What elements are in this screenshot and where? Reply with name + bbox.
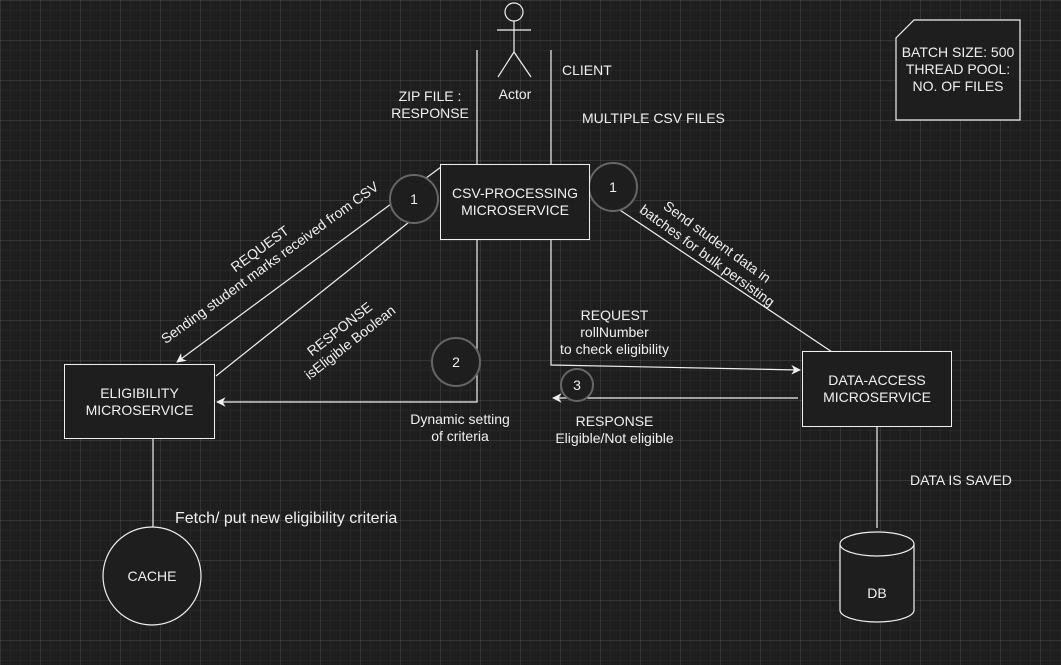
step-number-2: 2	[452, 354, 460, 370]
dynamic-setting-label: Dynamic setting of criteria	[400, 411, 520, 445]
config-thread-pool: THREAD POOL:	[905, 61, 1011, 77]
arrow-dynamic-setting	[216, 240, 478, 407]
arrow-response-left	[215, 198, 439, 377]
zip-file-label: ZIP FILE : RESPONSE	[385, 88, 475, 122]
cache-circle	[102, 526, 202, 626]
db-cylinder	[839, 531, 915, 623]
csv-processing-line2: MICROSERVICE	[461, 202, 569, 218]
request-mid-line2: rollNumber	[580, 324, 649, 340]
config-files: NO. OF FILES	[912, 78, 1004, 94]
response-mid-label: RESPONSE Eligible/Not eligible	[547, 413, 682, 447]
zip-file-line2: RESPONSE	[391, 105, 469, 121]
request-mid-label: REQUEST rollNumber to check eligibility	[552, 307, 677, 358]
step-circle-3	[560, 368, 594, 402]
db-label: DB	[867, 585, 887, 601]
config-note-shape	[895, 19, 1021, 121]
arrow-send-batches	[589, 189, 851, 365]
csv-processing-box[interactable]: CSV-PROCESSING MICROSERVICE	[440, 164, 590, 240]
data-access-line1: DATA-ACCESS	[828, 372, 926, 388]
request-mid-line3: to check eligibility	[560, 341, 669, 357]
eligibility-box[interactable]: ELIGIBILITY MICROSERVICE	[64, 364, 215, 439]
dynamic-setting-line1: Dynamic setting	[410, 411, 510, 427]
csv-processing-line1: CSV-PROCESSING	[451, 185, 579, 201]
request-mid-line1: REQUEST	[580, 307, 649, 323]
data-access-line2: MICROSERVICE	[823, 389, 931, 405]
step-number-1b: 1	[609, 179, 617, 195]
fetch-criteria-label: Fetch/ put new eligibility criteria	[175, 510, 398, 527]
step-number-3: 3	[573, 377, 581, 393]
data-saved-label: DATA IS SAVED	[910, 472, 1012, 488]
cache-label: CACHE	[127, 568, 177, 584]
step-number-1a: 1	[410, 191, 418, 207]
dynamic-setting-line2: of criteria	[431, 428, 489, 444]
step-circle-2	[431, 337, 481, 387]
response-mid-line1: RESPONSE	[575, 413, 654, 429]
eligibility-line1: ELIGIBILITY	[100, 384, 179, 401]
step-circle-1a	[389, 174, 439, 224]
arrow-request-mid	[550, 240, 801, 375]
zip-file-line1: ZIP FILE :	[398, 88, 462, 104]
actor-label: Actor	[498, 86, 532, 102]
config-note: BATCH SIZE: 500 THREAD POOL: NO. OF FILE…	[896, 44, 1020, 95]
eligibility-line2: MICROSERVICE	[85, 401, 194, 418]
multiple-csv-label: MULTIPLE CSV FILES	[582, 110, 725, 126]
client-label: CLIENT	[562, 62, 612, 78]
response-mid-line2: Eligible/Not eligible	[555, 430, 674, 446]
actor-figure	[497, 2, 532, 78]
config-batch-size: BATCH SIZE: 500	[901, 44, 1015, 60]
data-access-box[interactable]: DATA-ACCESS MICROSERVICE	[802, 351, 952, 427]
